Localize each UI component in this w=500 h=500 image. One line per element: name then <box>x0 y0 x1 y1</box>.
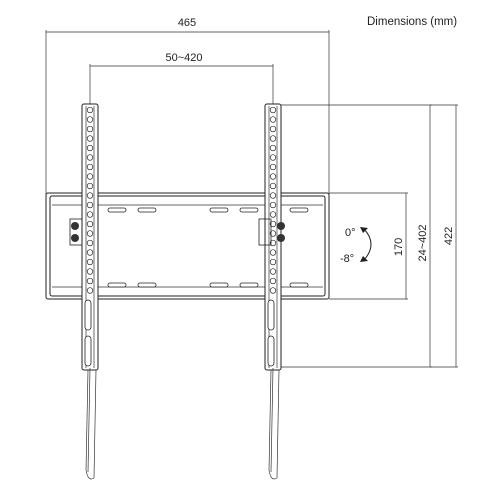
vesa-width-dimension: 50~420 <box>89 52 274 110</box>
plate-slot <box>107 207 127 213</box>
plate-slot <box>289 282 309 288</box>
mounting-hole <box>269 277 277 285</box>
vesa-height-label: 24~402 <box>417 224 429 261</box>
plate-slot <box>239 282 259 288</box>
mounting-hole <box>86 144 94 152</box>
mounting-hole <box>269 230 277 237</box>
plate-slot <box>137 282 157 288</box>
mounting-hole <box>86 192 94 199</box>
mounting-hole <box>86 287 94 294</box>
mounting-hole <box>86 106 94 114</box>
mounting-hole <box>86 201 94 209</box>
mounting-hole <box>269 249 277 256</box>
mounting-hole <box>86 154 94 161</box>
tilt-arc-icon <box>363 228 372 261</box>
mounting-hole <box>269 239 277 247</box>
mounting-hole <box>269 268 277 275</box>
mounting-hole <box>269 258 277 266</box>
plate-slot <box>107 282 127 288</box>
mounting-hole <box>86 163 94 171</box>
mounting-hole <box>269 125 277 133</box>
mounting-hole <box>86 239 94 247</box>
mounting-hole <box>86 258 94 266</box>
mounting-hole <box>86 249 94 256</box>
tilt-down-label: -8° <box>340 253 354 265</box>
mounting-hole <box>269 154 277 161</box>
plate-slot <box>239 207 259 213</box>
mounting-hole <box>86 125 94 133</box>
mounting-hole <box>86 220 94 228</box>
mounting-hole <box>269 163 277 171</box>
mounting-hole <box>269 116 277 123</box>
right-mounting-arm <box>258 103 285 480</box>
left-mounting-arm <box>69 103 99 480</box>
plate-slot <box>209 207 229 213</box>
tilt-up-label: 0° <box>345 227 356 239</box>
plate-slot <box>209 282 229 288</box>
plate-slot <box>137 207 157 213</box>
mounting-hole <box>86 182 94 190</box>
plate-height-label: 170 <box>393 238 405 256</box>
mounting-hole <box>86 268 94 275</box>
height-dimensions: 170 24~402 422 <box>280 104 458 368</box>
mounting-hole <box>86 173 94 180</box>
vesa-width-label: 50~420 <box>165 52 202 64</box>
mounting-hole <box>269 192 277 199</box>
overall-width-label: 465 <box>178 17 196 29</box>
drawing-title: Dimensions (mm) <box>367 16 457 28</box>
mounting-hole <box>269 201 277 209</box>
mounting-hole <box>86 230 94 237</box>
overall-height-label: 422 <box>443 227 455 245</box>
wall-plate <box>45 192 330 300</box>
mounting-hole <box>86 277 94 285</box>
mounting-hole <box>86 116 94 123</box>
tilt-indicator: 0° -8° <box>340 227 372 265</box>
mounting-hole <box>269 135 277 142</box>
mounting-hole <box>269 173 277 180</box>
mounting-hole <box>269 287 277 294</box>
overall-width-dimension: 465 <box>45 17 330 195</box>
mounting-hole <box>269 106 277 114</box>
mounting-hole <box>269 211 277 218</box>
mounting-hole <box>269 144 277 152</box>
mounting-hole <box>86 135 94 142</box>
mounting-hole <box>269 182 277 190</box>
mounting-hole <box>86 211 94 218</box>
plate-slot <box>289 207 309 213</box>
mounting-hole <box>269 220 277 228</box>
